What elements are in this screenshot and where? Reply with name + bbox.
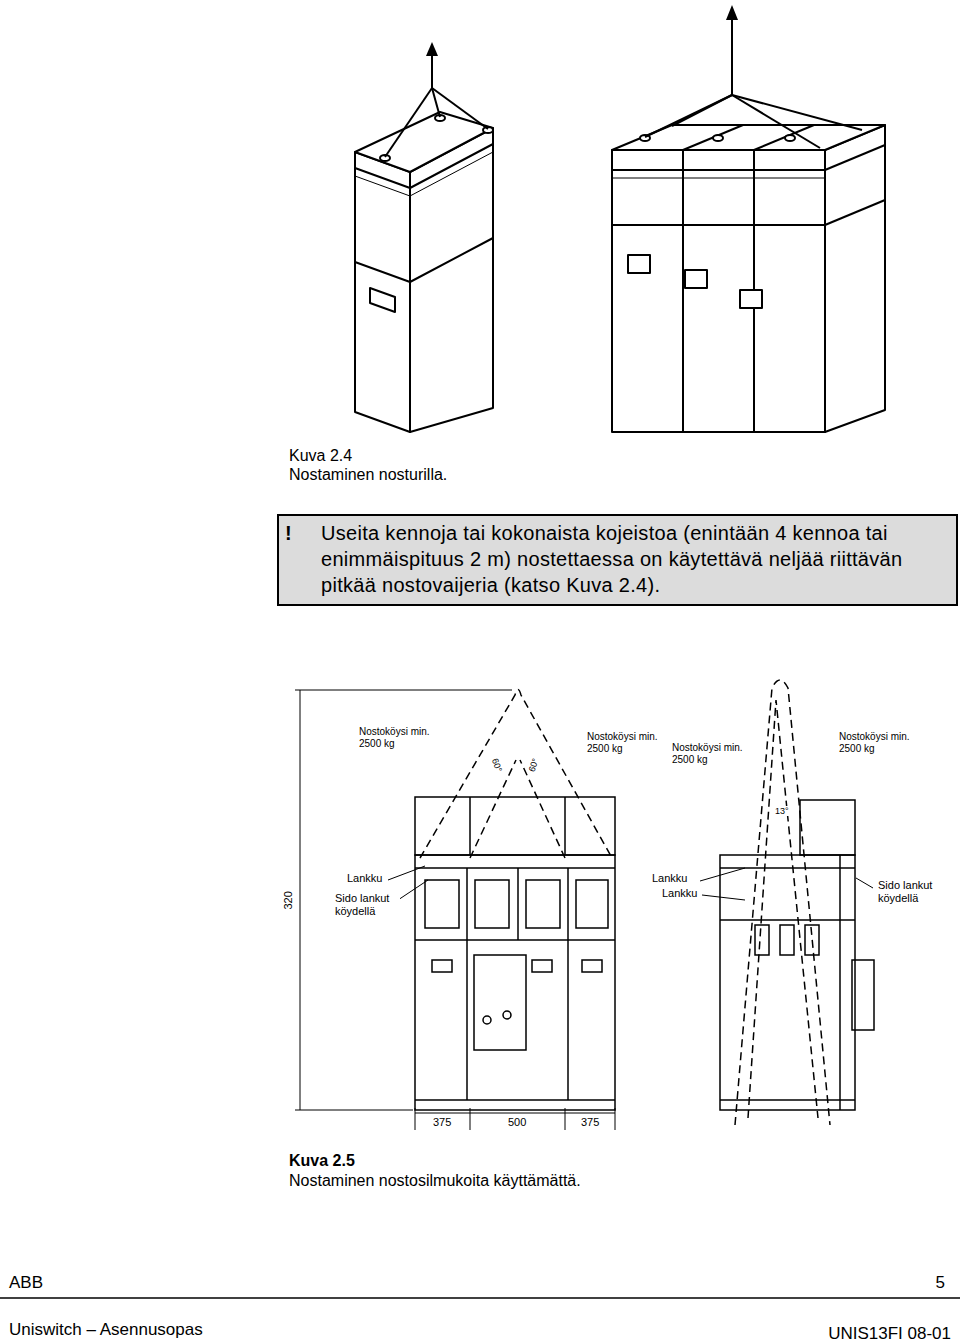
footer-rule (0, 1297, 960, 1299)
angle-label: 60° (526, 756, 541, 774)
dimension-label: 375 (580, 1116, 600, 1129)
page-number: 5 (935, 1273, 946, 1293)
rope-note: Nostoköysi min. 2500 kg (838, 731, 912, 754)
document-title: Uniswitch – Asennusopas (8, 1320, 204, 1340)
leader-line (388, 866, 873, 900)
lifting-rope (385, 50, 488, 157)
dimension-label: 320 (282, 890, 295, 910)
lifting-rope (645, 16, 862, 148)
dimension-label: 375 (432, 1116, 452, 1129)
warning-text: Useita kennoja tai kokonaista kojeistoa … (321, 520, 946, 598)
part-label: Lankku (346, 872, 383, 885)
cabinet-group-drawing (612, 125, 885, 432)
figure-number: Kuva 2.5 (288, 1152, 356, 1170)
figure-caption: Nostaminen nostosilmukoita käyttämättä. (288, 1172, 582, 1190)
part-label: Lankku (651, 872, 688, 885)
document-code: UNIS13FI 08-01 (827, 1324, 952, 1344)
cabinet-drawing (355, 112, 493, 432)
note-label: Sido lankut köydellä (334, 892, 400, 917)
figure-caption: Nostaminen nosturilla. (288, 466, 448, 484)
note-label: Sido lankut köydellä (877, 879, 943, 904)
rope-dashed (420, 690, 612, 859)
rope-note: Nostoköysi min. 2500 kg (671, 742, 745, 765)
arrow-head (426, 42, 438, 56)
warning-box: ! Useita kennoja tai kokonaista kojeistoa… (277, 514, 958, 606)
dimension-line (295, 690, 615, 1130)
company-name: ABB (8, 1273, 44, 1293)
figure-number: Kuva 2.4 (288, 447, 353, 465)
angle-label: 13° (774, 806, 790, 816)
part-label: Lankku (661, 887, 698, 900)
warning-sign: ! (285, 520, 292, 546)
dimension-label: 500 (507, 1116, 527, 1129)
switchgear-front-view (415, 797, 615, 1110)
switchgear-side-view (720, 800, 874, 1110)
rope-dashed (735, 680, 830, 1125)
arrow-head (726, 5, 738, 20)
rope-note: Nostoköysi min. 2500 kg (358, 726, 432, 749)
rope-note: Nostoköysi min. 2500 kg (586, 731, 660, 754)
angle-label: 60° (489, 756, 504, 774)
